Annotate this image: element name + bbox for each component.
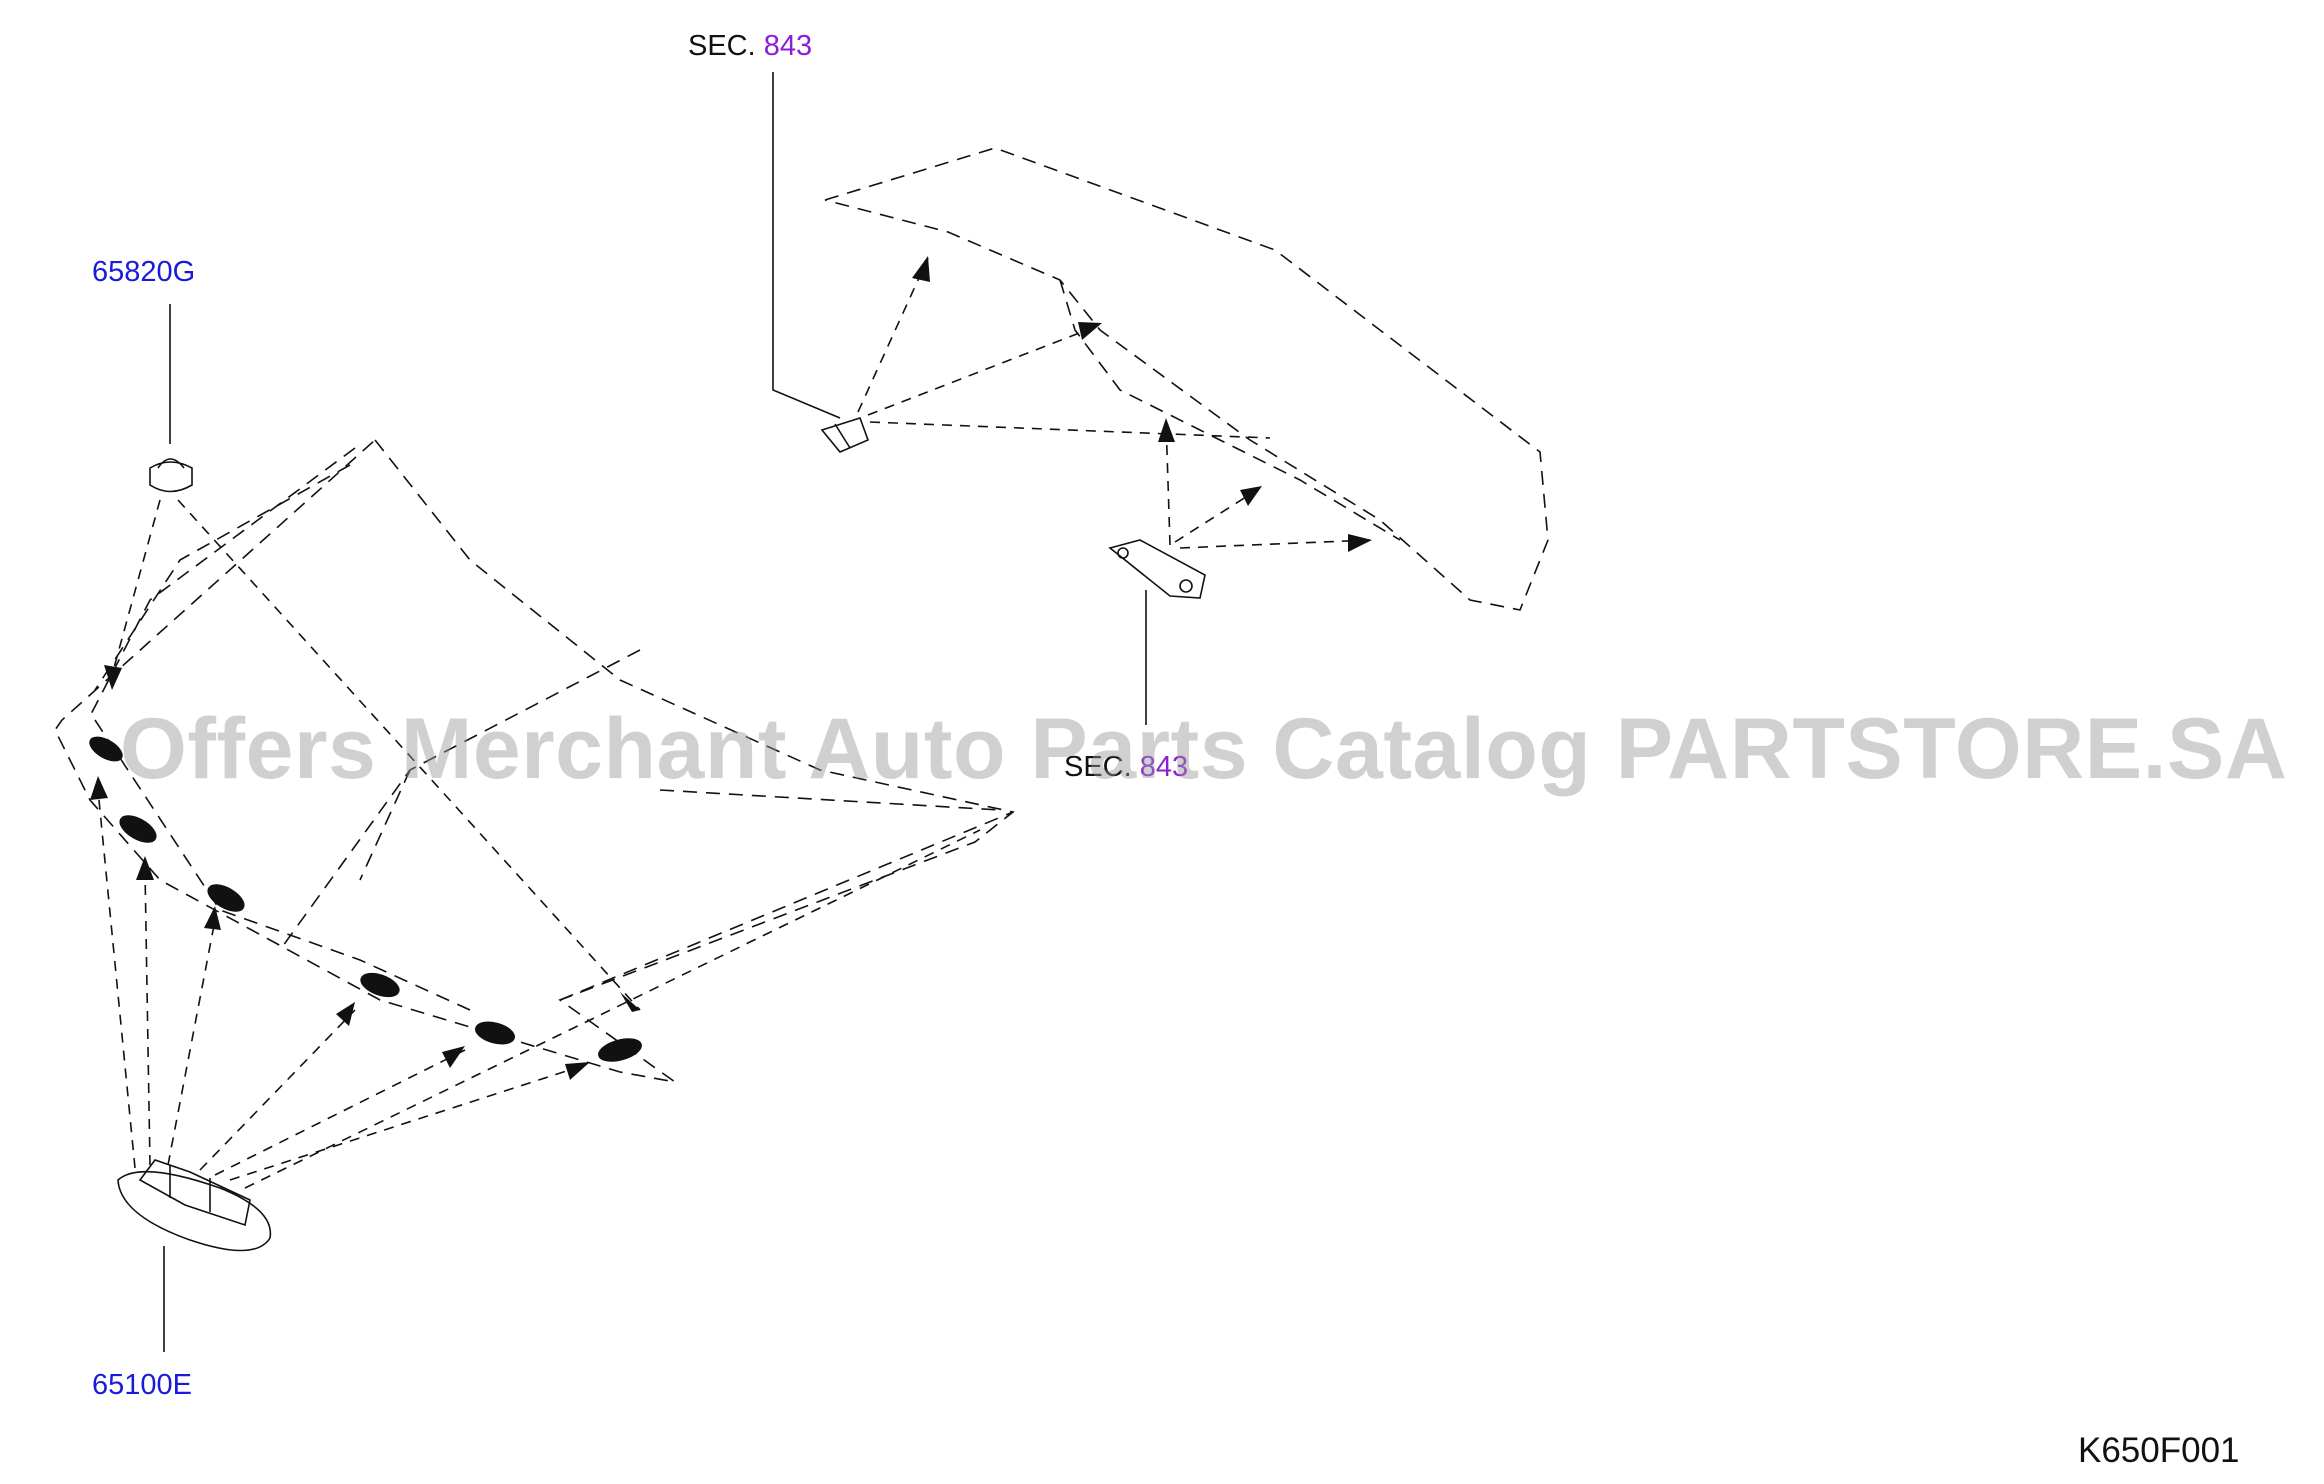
- watermark: Offers Merchant Auto Parts Catalog PARTS…: [120, 701, 2288, 797]
- part-link-65820G[interactable]: 65820G: [92, 256, 196, 288]
- grommet-arrows: [97, 789, 981, 1189]
- panel-holes: [89, 736, 642, 1062]
- section-prefix: SEC.: [688, 30, 756, 62]
- section-link-843[interactable]: 843: [763, 30, 813, 62]
- section-prefix: SEC.: [1064, 751, 1132, 783]
- arrowheads: [90, 665, 640, 1080]
- clip-65820G-drawing: [149, 458, 193, 493]
- section-callout-mid[interactable]: SEC. 843: [1064, 753, 1188, 782]
- bracket-arrows: [1165, 419, 1371, 549]
- clip-arrows: [111, 499, 641, 1011]
- hood-insulator-panel: [54, 439, 1015, 1083]
- upper-clip-arrows: [857, 257, 1271, 439]
- bracket-drawing: [1108, 539, 1206, 599]
- grommet-65100E-drawing: [117, 1159, 272, 1252]
- leader-line-sec-top: [772, 72, 841, 419]
- section-callout-top[interactable]: SEC. 843: [688, 32, 812, 61]
- hood-upper: [824, 147, 1549, 611]
- section-link-843[interactable]: 843: [1139, 751, 1189, 783]
- upper-clip-drawing: [820, 417, 870, 453]
- diagram-reference: K650F001: [2078, 1431, 2240, 1470]
- part-link-65100E[interactable]: 65100E: [92, 1369, 192, 1401]
- upper-arrowheads: [912, 256, 1372, 552]
